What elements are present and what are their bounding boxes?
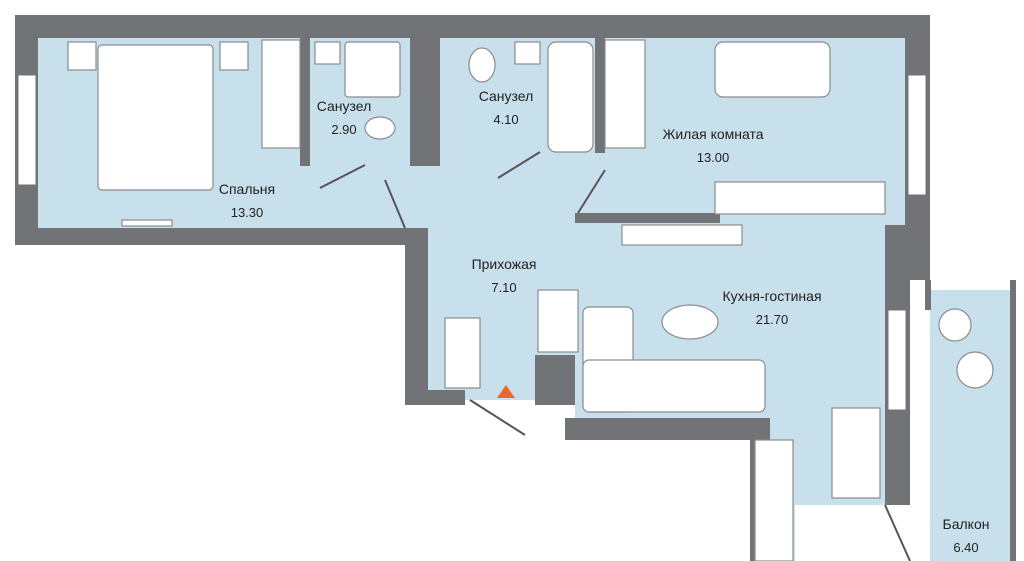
- dining-table: [831, 407, 881, 499]
- toilet: [468, 47, 496, 83]
- balcony-chair: [938, 308, 972, 342]
- wardrobe: [261, 39, 301, 149]
- sink: [314, 41, 341, 65]
- toilet: [364, 116, 396, 140]
- furniture: [67, 39, 994, 561]
- sofa: [714, 41, 831, 98]
- sofa: [582, 359, 766, 413]
- entrance-marker-icon: [497, 385, 515, 398]
- radiator: [121, 219, 173, 227]
- balcony-table: [956, 351, 994, 389]
- nightstand: [219, 41, 249, 71]
- shower: [344, 41, 401, 98]
- bathtub: [547, 41, 594, 153]
- coffee-table: [661, 304, 719, 340]
- shoe-rack: [444, 317, 481, 389]
- sink: [514, 41, 541, 65]
- doors: [319, 151, 911, 561]
- nightstand: [67, 41, 97, 71]
- bed: [97, 44, 214, 191]
- wardrobe: [537, 289, 579, 353]
- wardrobe: [604, 39, 646, 149]
- tv-stand: [621, 224, 743, 246]
- desk: [714, 181, 886, 215]
- windows: [17, 74, 927, 411]
- kitchen-counter: [754, 439, 794, 561]
